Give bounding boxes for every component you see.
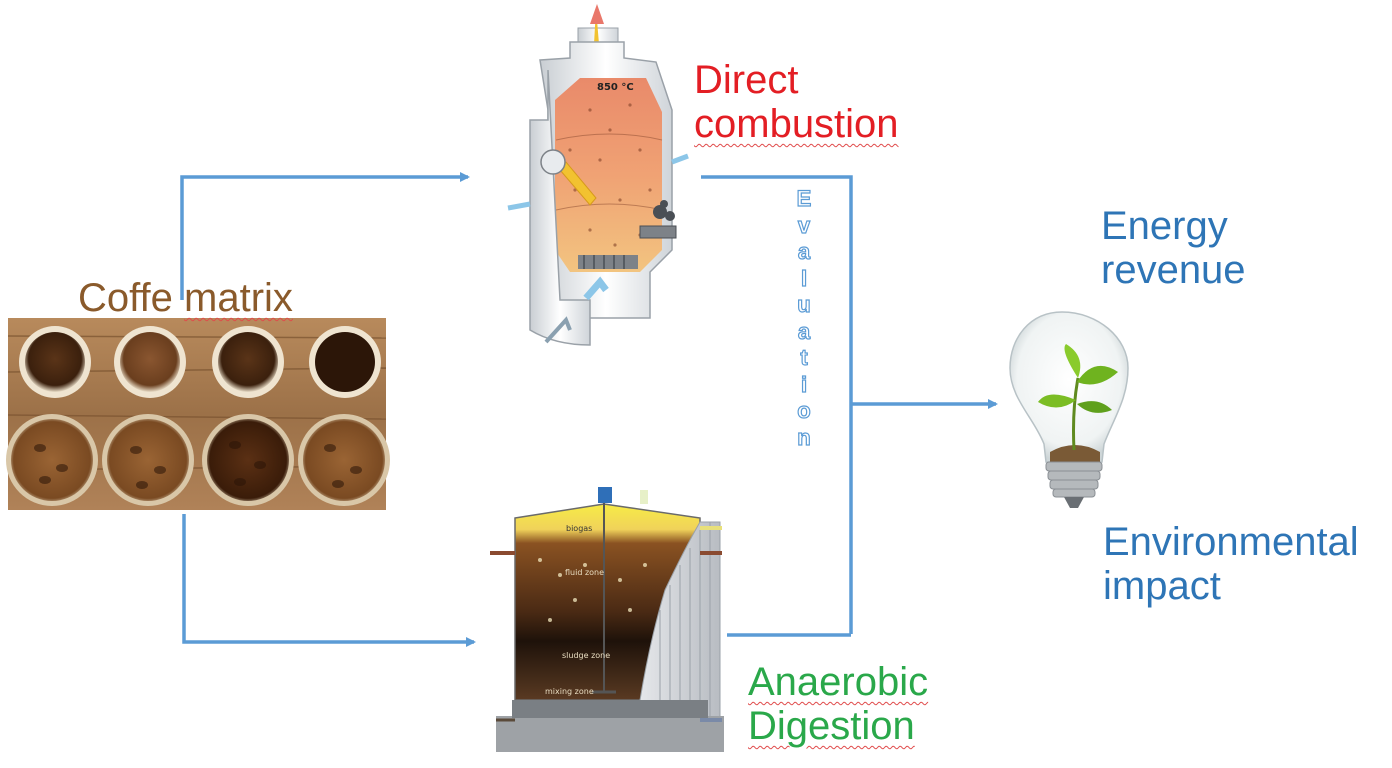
arrow-to-combustion [180,172,470,300]
biogas-zone-label: biogas [566,524,592,533]
sludge-zone-label: sludge zone [562,651,610,660]
flow-arrows [180,172,998,647]
evaluation-letter: n [797,424,812,450]
evaluation-letter: u [797,291,812,317]
coffee-matrix-label: Coffe matrix [78,276,293,320]
evaluation-letter: t [800,344,809,370]
mixer-motor-icon [598,487,612,503]
arrow-to-digestion [182,514,476,647]
coffee-photo [6,318,390,510]
evaluation-letter: v [797,212,811,238]
ground-coffee-bowls [19,326,381,398]
energy-revenue-label: Energy revenue [1101,204,1246,292]
evaluation-letter: a [797,318,811,344]
evaluation-letter: o [797,397,812,423]
furnace-temperature: 850 °C [597,82,634,93]
fluid-zone-label: fluid zone [565,568,604,577]
evaluation-letter: E [796,185,812,211]
plant-sprout-icon [1038,344,1118,451]
direct-combustion-label: Direct combustion [694,58,899,146]
bean-bowls [6,414,390,506]
mixing-zone-label: mixing zone [545,687,594,696]
combustion-output-line [701,175,853,634]
evaluation-letter: a [797,238,811,264]
lightbulb-plant-icon [1009,311,1129,508]
combustion-reactor: 850 °C [507,4,689,346]
evaluation-letter: l [800,265,808,291]
digestion-reactor: biogas fluid zone sludge zone mixing zon… [490,487,724,752]
evaluation-letter: i [800,371,808,397]
anaerobic-digestion-label: Anaerobic Digestion [748,660,929,748]
environmental-impact-label: Environmental impact [1103,520,1359,608]
